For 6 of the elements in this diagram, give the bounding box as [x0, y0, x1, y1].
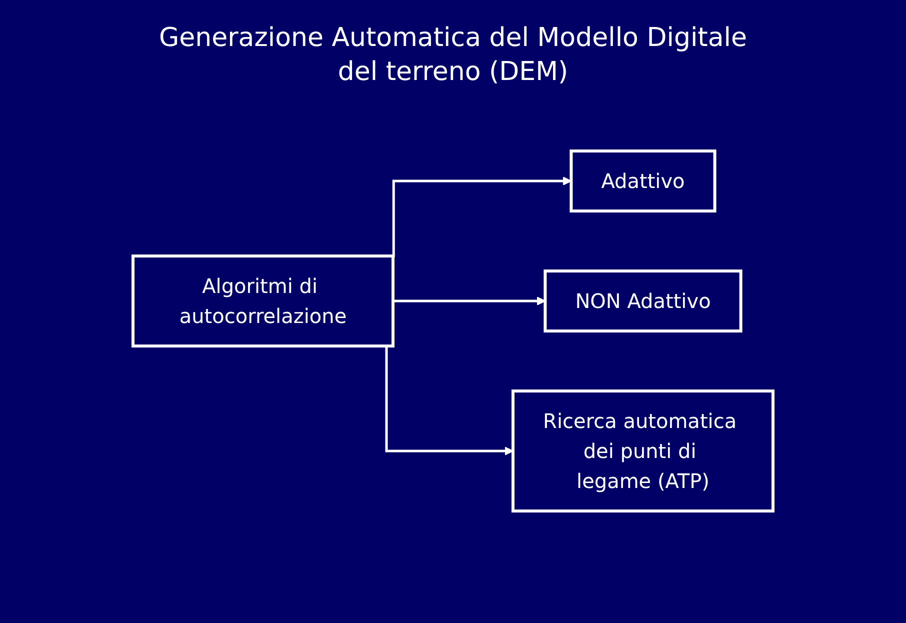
node-box: Algoritmi di autocorrelazione	[132, 254, 394, 348]
node-box: NON Adattivo	[544, 269, 742, 332]
diagram-title: Generazione Automatica del Modello Digitale del terreno (DEM)	[158, 22, 748, 89]
arrow	[393, 296, 546, 305]
node-box: Ricerca automatica dei punti di legame (ATP)	[512, 389, 774, 512]
node-box: Adattivo	[570, 149, 716, 212]
